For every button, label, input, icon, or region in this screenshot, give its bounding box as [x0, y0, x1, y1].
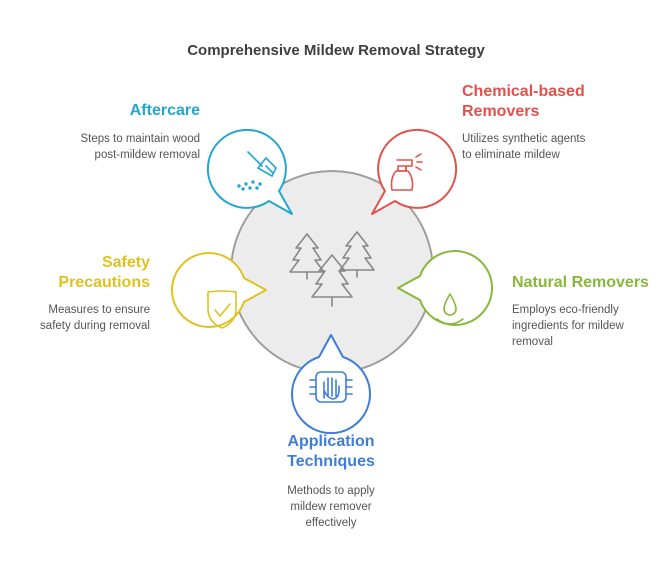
chemical-desc-line: to eliminate mildew [462, 149, 560, 161]
application-node [291, 334, 371, 435]
chemical-label: Chemical-based Removers [462, 82, 652, 122]
safety-description: Measures to ensure safety during removal [10, 302, 150, 334]
aftercare-label: Aftercare [60, 101, 200, 121]
safety-label-line: Precautions [58, 274, 150, 291]
natural-label-line: Natural Removers [512, 274, 649, 291]
safety-desc-line: Measures to ensure [48, 304, 150, 316]
application-label: Application Techniques [231, 432, 431, 472]
application-desc-line: mildew remover [290, 501, 372, 513]
spray-bottle-icon [390, 153, 423, 191]
application-label-line: Application [287, 433, 375, 450]
water-drop-icon [436, 293, 464, 325]
application-desc-line: Methods to apply [287, 485, 375, 497]
shield-check-icon [207, 290, 237, 329]
safety-node [171, 252, 267, 329]
aftercare-desc-line: Steps to maintain wood [80, 133, 200, 145]
natural-desc-line: ingredients for mildew [512, 320, 624, 332]
aftercare-node [206, 128, 293, 215]
safety-desc-line: safety during removal [40, 320, 150, 332]
natural-desc-line: removal [512, 336, 553, 348]
natural-node [397, 250, 493, 326]
chemical-description: Utilizes synthetic agents to eliminate m… [462, 131, 652, 163]
glove-icon [309, 371, 353, 403]
safety-label-line: Safety [101, 254, 150, 271]
pine-trees-icon [289, 231, 375, 307]
natural-desc-line: Employs eco-friendly [512, 304, 619, 316]
aftercare-label-line: Aftercare [129, 102, 200, 119]
application-desc-line: effectively [305, 517, 357, 529]
broom-icon [237, 151, 277, 191]
chemical-label-line: Removers [462, 103, 540, 120]
natural-description: Employs eco-friendly ingredients for mil… [512, 302, 667, 350]
aftercare-desc-line: post-mildew removal [94, 149, 200, 161]
aftercare-description: Steps to maintain wood post-mildew remov… [40, 131, 200, 163]
diagram-title: Comprehensive Mildew Removal Strategy [187, 42, 485, 59]
chemical-label-line: Chemical-based [462, 83, 585, 100]
application-description: Methods to apply mildew remover effectiv… [231, 483, 431, 531]
chemical-desc-line: Utilizes synthetic agents [462, 133, 586, 145]
chemical-node [371, 128, 458, 215]
safety-label: Safety Precautions [30, 253, 150, 293]
application-label-line: Techniques [287, 453, 375, 470]
natural-label: Natural Removers [512, 273, 667, 293]
